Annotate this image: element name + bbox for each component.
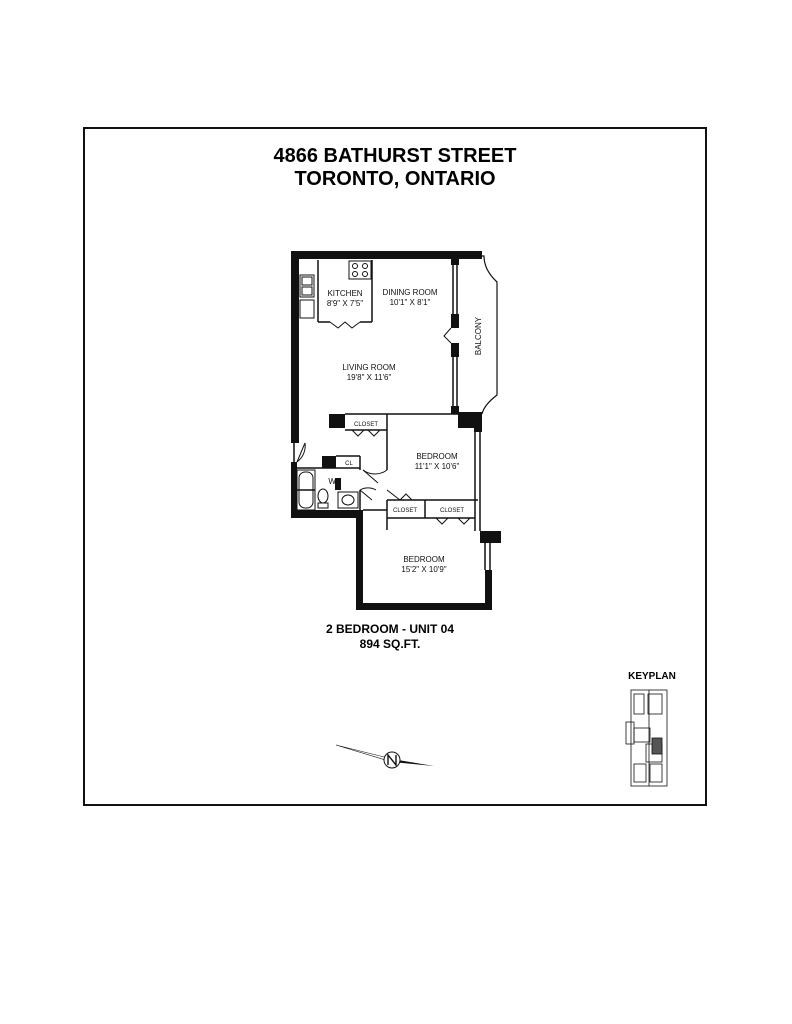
bedroom-1-label: BEDROOM xyxy=(416,452,458,461)
unit-area: 894 SQ.FT. xyxy=(359,637,421,651)
unit-type: 2 BEDROOM - UNIT 04 xyxy=(325,622,454,636)
living-dims: 19'8" X 11'6" xyxy=(347,373,392,382)
address-line-1: 4866 BATHURST STREET xyxy=(273,145,517,167)
dining-dims: 10'1" X 8'1" xyxy=(390,298,431,307)
exterior-walls xyxy=(291,251,501,610)
north-arrow-icon xyxy=(335,744,434,769)
fixtures xyxy=(296,260,372,511)
balcony-outline xyxy=(459,255,498,415)
bedroom-2-dims: 15'2" X 10'9" xyxy=(401,565,446,574)
closet-left-label: CLOSET xyxy=(393,508,417,514)
cl-label: CL xyxy=(345,461,353,467)
balcony-label: BALCONY xyxy=(474,316,483,355)
door-swings xyxy=(296,321,471,525)
dining-label: DINING ROOM xyxy=(382,288,437,297)
bedroom-2-label: BEDROOM xyxy=(403,555,445,564)
bedroom-1-dims: 11'1" X 10'6" xyxy=(415,462,460,471)
keyplan-label: KEYPLAN xyxy=(628,671,676,682)
closet-top-label: CLOSET xyxy=(354,422,378,428)
wr-label: WR xyxy=(328,477,342,486)
kitchen-dims: 8'9" X 7'5" xyxy=(327,299,363,308)
address-line-2: TORONTO, ONTARIO xyxy=(294,168,496,190)
closet-right-label: CLOSET xyxy=(440,508,464,514)
keyplan-diagram xyxy=(625,689,668,787)
drawing-frame xyxy=(83,127,707,806)
interior-walls xyxy=(293,260,491,570)
living-label: LIVING ROOM xyxy=(342,363,396,372)
kitchen-label: KITCHEN xyxy=(327,289,362,298)
